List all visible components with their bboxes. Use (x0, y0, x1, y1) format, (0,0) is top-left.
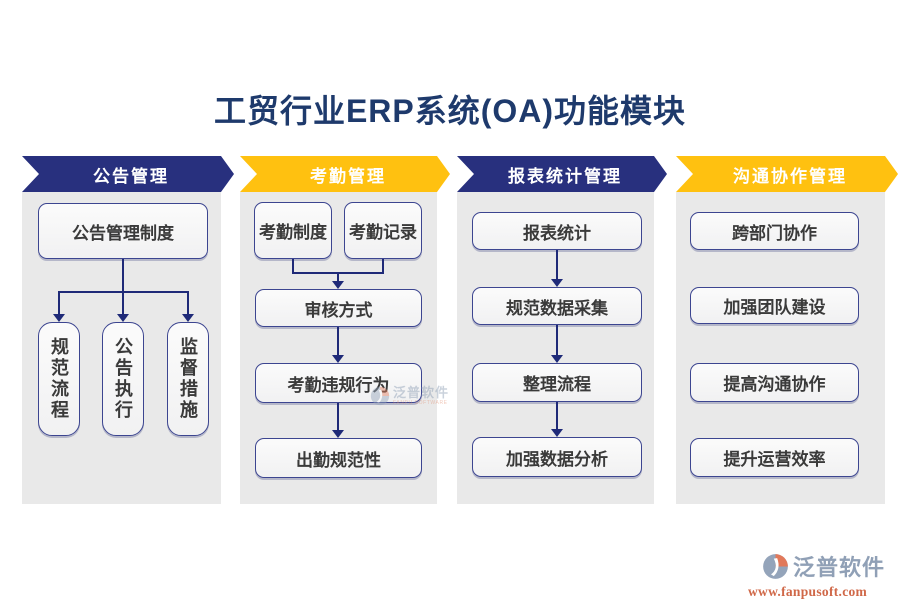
node-attendance-compliance: 出勤规范性 (255, 438, 422, 478)
connector-line (292, 259, 294, 274)
arrow-down-icon (332, 281, 344, 289)
column-body-announcement: 公告管理制度 规范流程 公告执行 监督措施 (22, 192, 221, 504)
column-report-statistics: 报表统计管理 报表统计 规范数据采集 整理流程 加强数据分析 (457, 156, 654, 504)
column-attendance: 考勤管理 考勤制度 考勤记录 审核方式 考勤违规行为 出勤规范性 (240, 156, 437, 504)
footer-brand-name: 泛普软件 (793, 555, 886, 580)
column-body-report: 报表统计 规范数据采集 整理流程 加强数据分析 (457, 192, 654, 504)
column-header-label: 公告管理 (93, 166, 169, 186)
footer-logo: 泛普软件 www.fanpusoft.com (748, 550, 886, 600)
column-header-label: 考勤管理 (310, 166, 386, 186)
column-header-label: 沟通协作管理 (733, 166, 847, 186)
connector-line (59, 291, 189, 293)
node-review-method: 审核方式 (255, 289, 422, 327)
watermark: 泛普软件 FANPU SOFTWARE (370, 386, 449, 406)
column-header-report: 报表统计管理 (457, 156, 667, 192)
column-communication: 沟通协作管理 跨部门协作 加强团队建设 提高沟通协作 提升运营效率 (676, 156, 885, 504)
arrow-down-icon (551, 355, 563, 363)
node-cross-department: 跨部门协作 (690, 212, 859, 250)
connector-line (58, 291, 60, 315)
arrow-down-icon (551, 429, 563, 437)
watermark-brand: 泛普软件 (393, 385, 450, 400)
column-header-announcement: 公告管理 (22, 156, 234, 192)
node-announcement-policy: 公告管理制度 (38, 203, 208, 259)
page-title: 工贸行业ERP系统(OA)功能模块 (213, 93, 687, 129)
connector-line (382, 259, 384, 274)
connector-line (187, 291, 189, 315)
connector-line (122, 259, 124, 291)
node-announcement-execution: 公告执行 (102, 322, 144, 436)
column-header-attendance: 考勤管理 (240, 156, 450, 192)
column-announcement: 公告管理 公告管理制度 规范流程 公告执行 监督措施 (22, 156, 221, 504)
connector-line (122, 291, 124, 315)
node-attendance-system: 考勤制度 (254, 202, 332, 259)
arrow-down-icon (117, 314, 129, 322)
node-organize-process: 整理流程 (472, 363, 642, 402)
connector-line (337, 403, 339, 431)
column-body-communication: 跨部门协作 加强团队建设 提高沟通协作 提升运营效率 (676, 192, 885, 504)
connector-line (556, 250, 558, 280)
connector-line (556, 325, 558, 356)
arrow-down-icon (182, 314, 194, 322)
connector-line (556, 402, 558, 430)
column-header-label: 报表统计管理 (508, 166, 622, 186)
arrow-down-icon (332, 355, 344, 363)
node-attendance-violation: 考勤违规行为 (255, 363, 422, 403)
node-standard-process: 规范流程 (38, 322, 80, 436)
node-supervision-measures: 监督措施 (167, 322, 209, 436)
column-header-communication: 沟通协作管理 (676, 156, 898, 192)
fanpu-logo-icon (370, 386, 390, 406)
connector-line (337, 272, 339, 282)
arrow-down-icon (551, 279, 563, 287)
node-improve-communication: 提高沟通协作 (690, 363, 859, 402)
node-team-building: 加强团队建设 (690, 287, 859, 324)
connector-line (337, 327, 339, 356)
node-report-statistics: 报表统计 (472, 212, 642, 250)
watermark-caption: FANPU SOFTWARE (393, 400, 448, 406)
arrow-down-icon (332, 430, 344, 438)
column-body-attendance: 考勤制度 考勤记录 审核方式 考勤违规行为 出勤规范性 (240, 192, 437, 504)
fanpu-logo-icon (763, 553, 788, 579)
arrow-down-icon (53, 314, 65, 322)
node-operation-efficiency: 提升运营效率 (690, 438, 859, 477)
node-attendance-record: 考勤记录 (344, 202, 422, 259)
footer-website-link[interactable]: www.fanpusoft.com (748, 584, 868, 599)
node-data-analysis: 加强数据分析 (472, 437, 642, 477)
node-data-collection: 规范数据采集 (472, 287, 642, 325)
